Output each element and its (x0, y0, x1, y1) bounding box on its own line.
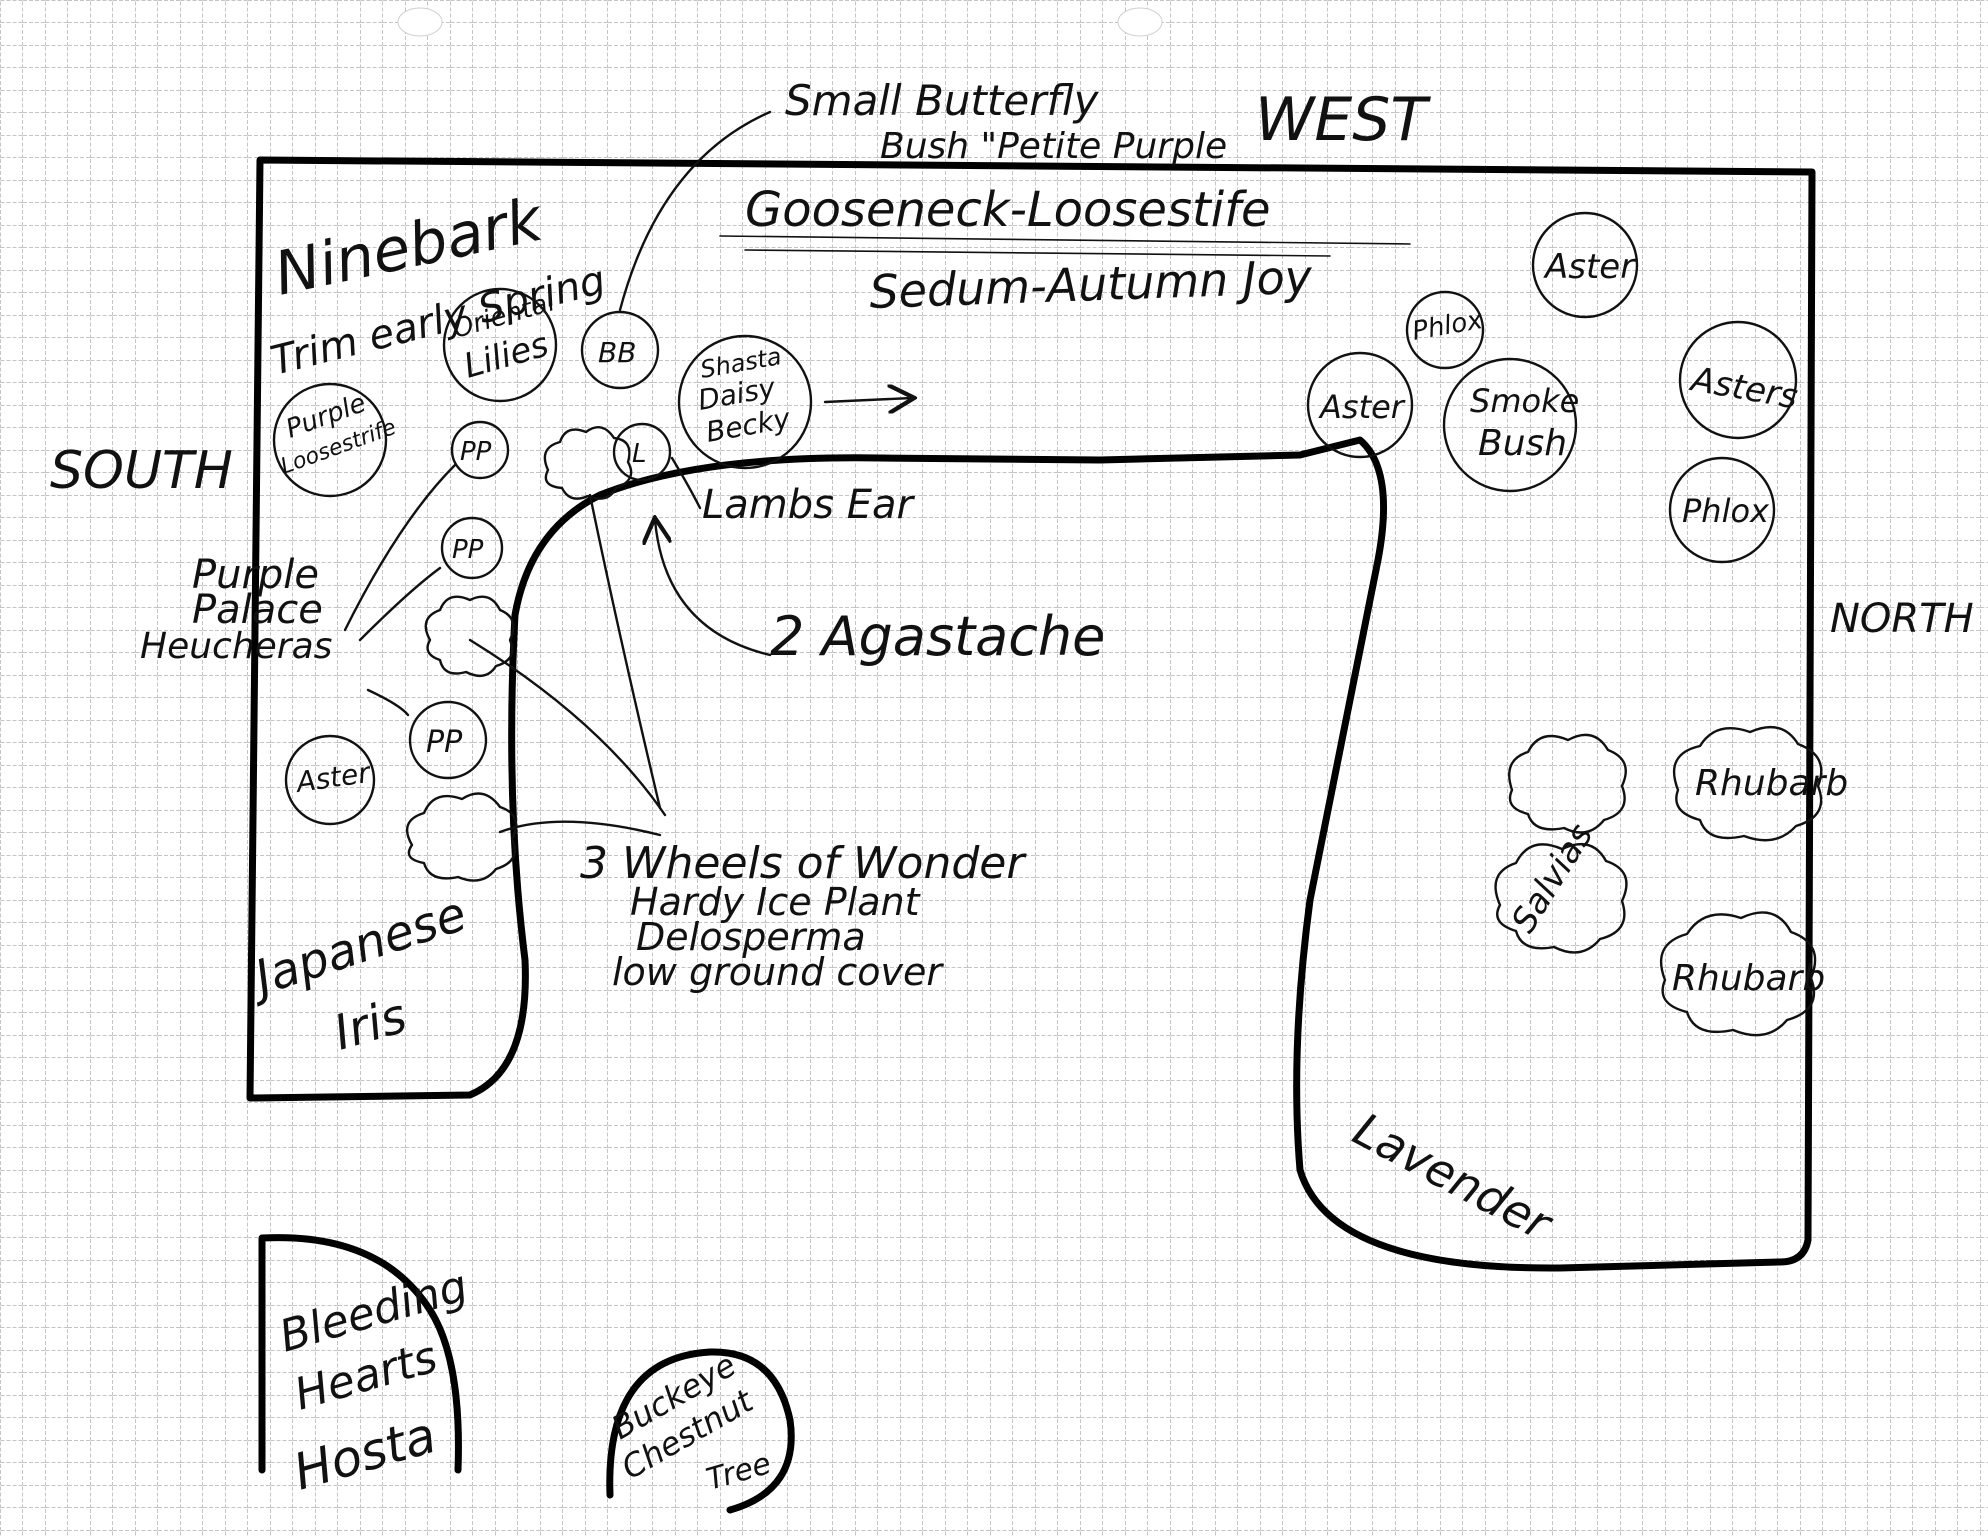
buckeye-tree-circle (606, 1348, 795, 1514)
butterfly-bush-leader (618, 110, 772, 312)
asters-right-circle (1678, 320, 1798, 440)
phlox-right-circle (1668, 456, 1776, 564)
binder-hole (397, 7, 443, 37)
rhubarb-cloud-2 (1660, 911, 1817, 1037)
ice-plant-leader-1 (588, 493, 662, 810)
pp-circle-3 (408, 700, 488, 780)
binder-hole (1117, 7, 1163, 37)
agastache-label: 2 Agastache (770, 605, 1105, 668)
lambs-ear-circle-text: L (632, 439, 647, 469)
smoke-bush-text-line2: Bush (1478, 423, 1567, 464)
gooseneck-underline (719, 235, 1411, 245)
heuchera-leader-3 (366, 688, 410, 717)
salvia-cloud-1 (1508, 733, 1627, 834)
butterfly-bush-label-line1: Small Butterfly (785, 76, 1100, 125)
ice-plant-leader-2 (468, 638, 667, 817)
agastache-cloud (543, 426, 633, 500)
oriental-lilies-circle (442, 287, 558, 403)
aster-top-circle (1531, 211, 1639, 319)
ice-plant-label-line1: 3 Wheels of Wonder (580, 838, 1027, 889)
phlox-right-text: Phlox (1682, 492, 1770, 530)
purple-palace-label-line3: Heucheras (140, 626, 332, 667)
heuchera-leader-1 (343, 463, 457, 632)
salvia-cloud-2 (1494, 842, 1628, 954)
purple-palace-label-line1: Purple (192, 552, 319, 598)
pp-text-3: PP (426, 725, 463, 760)
lambs-ear-small-circle (612, 422, 672, 482)
pp-circle-2 (440, 516, 504, 580)
agastache-arrow (655, 520, 772, 657)
shasta-arrow (823, 398, 912, 402)
purple-palace-label-line2: Palace (192, 587, 323, 633)
bb-text: BB (598, 336, 636, 369)
bb-circle (580, 310, 660, 390)
ice-plant-label-line4: low ground cover (612, 950, 944, 994)
smoke-bush-text-line1: Smoke (1470, 382, 1579, 420)
direction-west: WEST (1255, 85, 1431, 155)
aster-top-text: Aster (1543, 247, 1636, 287)
main-bed-outline (246, 156, 1816, 1272)
rhubarb-text-1: Rhubarb (1695, 763, 1848, 804)
aster-mid-circle (1306, 351, 1414, 459)
butterfly-bush-label-line2: Bush "Petite Purple (880, 126, 1227, 167)
rhubarb-cloud-1 (1673, 725, 1823, 842)
aster-mid-text: Aster (1318, 388, 1406, 426)
shasta-daisy-circle (677, 334, 813, 470)
pp-text-1: PP (460, 437, 492, 467)
pp-text-2: PP (452, 535, 484, 565)
aster-south-circle (284, 734, 376, 826)
direction-south: SOUTH (50, 441, 233, 501)
heuchera-leader-2 (358, 566, 442, 642)
phlox-top-circle (1405, 290, 1485, 370)
heuchera-cloud-2 (405, 792, 518, 882)
lambs-ear-leader (670, 456, 702, 510)
bleeding-hearts-bed (258, 1234, 462, 1474)
ice-plant-leader-3 (498, 820, 662, 837)
purple-loosestrife-circle (272, 382, 388, 498)
lambs-ear-label: Lambs Ear (702, 482, 915, 528)
smoke-bush-circle (1442, 357, 1578, 493)
gooseneck-loosestrife-label: Gooseneck-Loosestife (745, 182, 1271, 238)
gooseneck-underline-2 (744, 249, 1331, 257)
direction-north: NORTH (1830, 596, 1974, 642)
ice-plant-label-line3: Delosperma (636, 915, 866, 959)
pp-circle-1 (450, 420, 510, 480)
ice-plant-label-line2: Hardy Ice Plant (630, 880, 922, 924)
heuchera-cloud-1 (424, 595, 515, 678)
rhubarb-text-2: Rhubarb (1672, 958, 1825, 999)
